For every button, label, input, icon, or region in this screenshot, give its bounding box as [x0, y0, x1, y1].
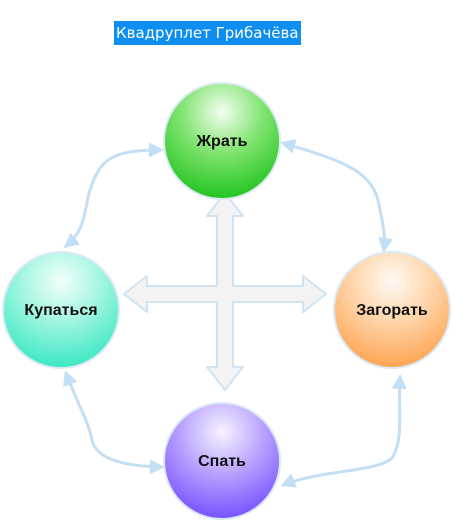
connector-top-right: [280, 139, 394, 253]
connector-right-bottom: [280, 374, 407, 488]
connector-left-bottom: [63, 370, 165, 475]
node-right-label: Загорать: [356, 302, 428, 319]
node-right: Загорать: [333, 251, 451, 369]
diagram-title: Квадруплет Грибачёва: [114, 21, 301, 45]
node-bottom: Спать: [163, 402, 281, 520]
node-top: Жрать: [163, 82, 281, 200]
node-top-label: Жрать: [196, 133, 248, 150]
four-way-arrow: [123, 192, 327, 391]
node-left-label: Купаться: [24, 302, 97, 319]
node-left: Купаться: [2, 251, 120, 369]
node-bottom-label: Спать: [198, 453, 246, 470]
connector-top-left: [63, 142, 164, 248]
